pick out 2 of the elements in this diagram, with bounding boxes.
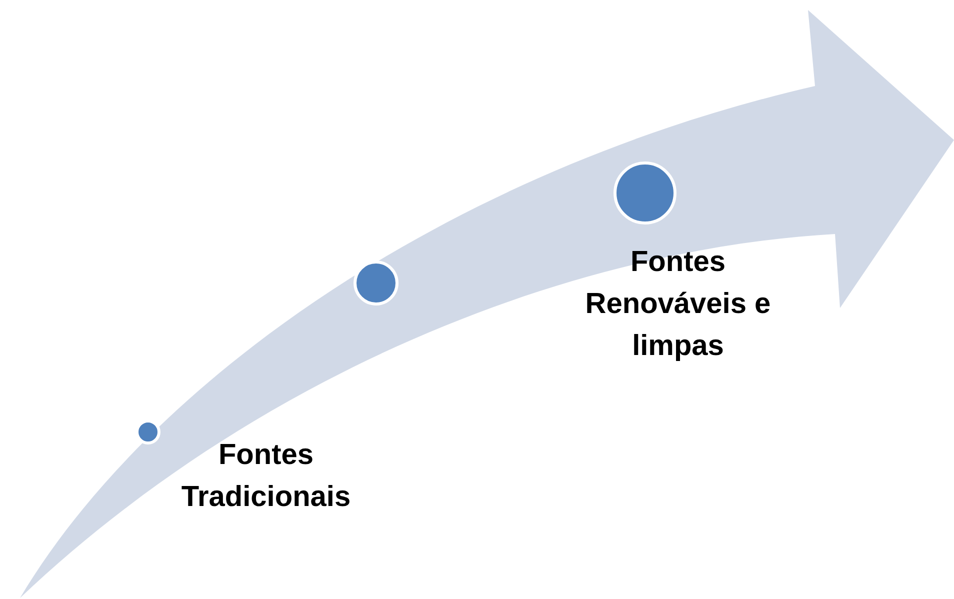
stage-label: Fontes Tradicionais: [180, 438, 352, 515]
stage-label: Fontes Renováveis e limpas: [584, 245, 772, 364]
